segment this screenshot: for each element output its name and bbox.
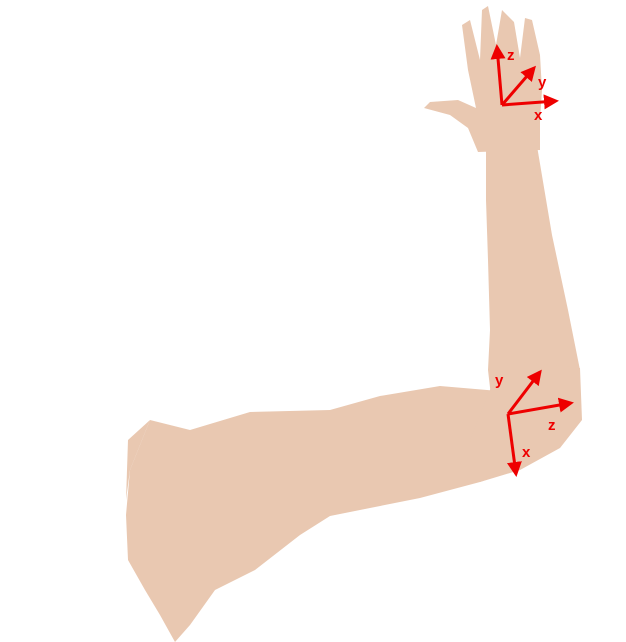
upper-arm xyxy=(126,386,540,642)
elbow-z-label: z xyxy=(548,417,556,434)
palm xyxy=(424,6,542,152)
shoulder-flap xyxy=(126,420,150,500)
elbow-frame: y z x xyxy=(495,369,574,477)
wrist-frame: z y x xyxy=(490,44,559,124)
elbow-x-label: x xyxy=(522,444,531,461)
wrist-x-axis xyxy=(501,94,559,110)
elbow-z-axis xyxy=(507,397,574,416)
wrist-y-axis xyxy=(500,65,536,106)
elbow-y-axis xyxy=(506,369,542,415)
arm-silhouette xyxy=(126,6,582,642)
wrist-x-label: x xyxy=(534,107,543,124)
wrist-z-axis xyxy=(490,44,506,106)
wrist-y-label: y xyxy=(538,74,547,91)
elbow-x-axis xyxy=(506,413,522,477)
elbow xyxy=(470,360,582,482)
wrist-z-label: z xyxy=(507,47,515,64)
elbow-y-label: y xyxy=(495,372,504,389)
